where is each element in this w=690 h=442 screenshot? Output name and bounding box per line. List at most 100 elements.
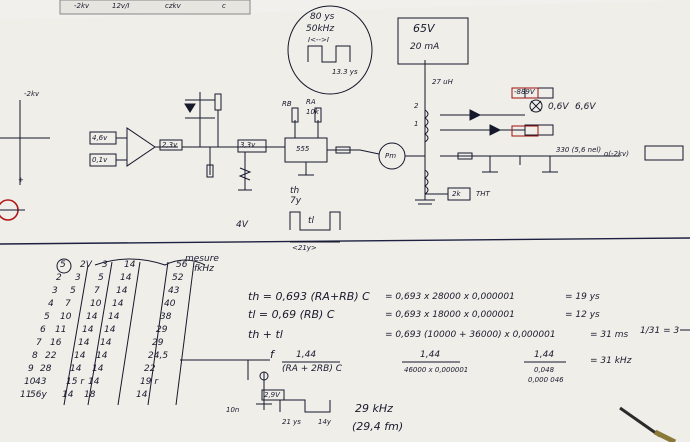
label-3v3: 3,3v	[240, 141, 256, 149]
eq-f-numerator: 1,44	[296, 350, 317, 360]
table-cell-c1: 56y	[30, 390, 47, 400]
circle-note-4: 13.3 ys	[332, 68, 358, 76]
header-text-3: czkv	[165, 2, 181, 10]
table-cell-row_num: 7	[36, 338, 42, 348]
table-cell-c1: 22	[45, 351, 57, 361]
table-cell-c1: 11	[55, 325, 67, 335]
circle-note-1: 80 ys	[310, 12, 335, 22]
eq-f-w-den2: 0,000 046	[528, 376, 564, 384]
table-cell-c3: 14	[104, 325, 116, 335]
eq-sum-result: = 31 ms	[590, 330, 629, 340]
table-cell-c2: 14	[78, 338, 90, 348]
bottom-pulse: 14y	[318, 418, 332, 426]
table-cell-c4: 38	[160, 312, 172, 322]
label-pm: Pm	[385, 152, 397, 160]
eq-tl-result: = 12 ys	[565, 310, 600, 320]
header-text-4: c	[222, 2, 226, 10]
table-cell-c1: 43	[35, 377, 47, 387]
label-4v: 4V	[236, 220, 248, 230]
table-cell-c3: 14	[120, 273, 132, 283]
table-cell-c3: 14	[112, 299, 124, 309]
table-cell-c4: 19 r	[140, 377, 159, 387]
label-6v6: 6,6V	[575, 102, 596, 112]
eq-th-result: = 19 ys	[565, 292, 600, 302]
eq-th-values: = 0,693 x 28000 x 0,000001	[385, 292, 515, 302]
label-2: 2	[414, 102, 419, 110]
psu-current: 20 mA	[410, 42, 440, 52]
table-cell-c2: 14	[62, 390, 74, 400]
eq-sum: th + tl	[248, 328, 283, 341]
label-rb: RB	[282, 100, 292, 108]
label-330: 330 (5,6 nel)	[556, 146, 602, 154]
eq-f-result: = 31 kHz	[590, 356, 632, 366]
opamp-output-label: 2,3v	[162, 141, 178, 149]
eq-tl-values: = 0,693 x 18000 x 0,000001	[385, 310, 515, 320]
eq-th: th = 0,693 (RA+RB) C	[248, 290, 370, 303]
label-21y: <21y>	[292, 244, 317, 252]
table-cell-row_num: 10	[24, 377, 36, 387]
table-cell-c3: 14	[108, 312, 120, 322]
table-cell-c3: 14	[96, 351, 108, 361]
eq-f-w-den: 0,048	[534, 366, 555, 374]
eq-f-denominator: (RA + 2RB) C	[282, 364, 342, 374]
table-cell-c3: 14	[92, 364, 104, 374]
table-cell-row_num: 11	[20, 390, 32, 400]
eq-f-w-num: 1,44	[534, 350, 555, 360]
eq-f-val-num: 1,44	[420, 350, 441, 360]
table-cell-row_num: 5	[60, 260, 66, 270]
input-2-label: 0,1v	[92, 156, 108, 164]
table-cell-c3: 14	[116, 286, 128, 296]
margin-label-1: -2kv	[24, 90, 40, 98]
table-cell-row_num: 9	[28, 364, 34, 374]
bottom-freq-measured: (29,4 fm)	[352, 420, 404, 433]
table-cell-c3: 14	[100, 338, 112, 348]
bottom-voltage: 2,9V	[264, 391, 280, 399]
circle-note-2: 50kHz	[306, 24, 335, 34]
table-cell-c4: 56	[176, 260, 188, 270]
label-10k: 10k	[306, 108, 319, 116]
table-cell-c4: 40	[164, 299, 176, 309]
label-tl: tl	[308, 216, 315, 226]
bottom-cap: 10n	[226, 406, 240, 414]
table-cell-row_num: 2	[56, 273, 62, 283]
label-out: o(-2kv)	[604, 150, 629, 158]
table-cell-c4: 52	[172, 273, 184, 283]
table-title: mesure	[185, 254, 219, 264]
table-cell-c2: 14	[70, 364, 82, 374]
table-cell-c2: 14	[74, 351, 86, 361]
bottom-freq: 29 kHz	[355, 402, 393, 415]
table-cell-c2: 14	[82, 325, 94, 335]
label-2k: 2k	[452, 190, 461, 198]
label-0v6: 0,6V	[548, 102, 569, 112]
table-col-header: fkHz	[194, 264, 214, 274]
table-cell-c3: 14	[124, 260, 136, 270]
table-cell-c3: 18	[84, 390, 96, 400]
table-cell-c4: 29	[152, 338, 164, 348]
label-th: th	[290, 186, 300, 196]
table-cell-c4: 43	[168, 286, 180, 296]
table-cell-c1: 10	[60, 312, 72, 322]
label-ra: RA	[306, 98, 316, 106]
input-1-label: 4,6v	[92, 134, 108, 142]
table-cell-row_num: 3	[52, 286, 58, 296]
eq-f: f	[270, 348, 274, 361]
table-cell-c4: 29	[156, 325, 168, 335]
table-cell-c2: 3	[102, 260, 108, 270]
eq-sum-fraction: 1/31 = 3	[640, 326, 680, 336]
label-889v: -889V	[514, 88, 535, 96]
eq-f-val-den: 46000 x 0,000001	[404, 366, 469, 374]
table-cell-c1: 16	[50, 338, 62, 348]
circle-note-3: I<-->I	[308, 36, 329, 44]
margin-label-2: +	[18, 176, 24, 184]
table-cell-c2: 10	[90, 299, 102, 309]
table-cell-c1: 28	[40, 364, 52, 374]
table-cell-row_num: 8	[32, 351, 38, 361]
table-cell-c4: 22	[144, 364, 156, 374]
table-cell-row_num: 4	[48, 299, 54, 309]
table-cell-c1: 7	[65, 299, 71, 309]
psu-voltage: 65V	[413, 22, 435, 35]
table-cell-row_num: 5	[44, 312, 50, 322]
label-555: 555	[296, 145, 310, 153]
